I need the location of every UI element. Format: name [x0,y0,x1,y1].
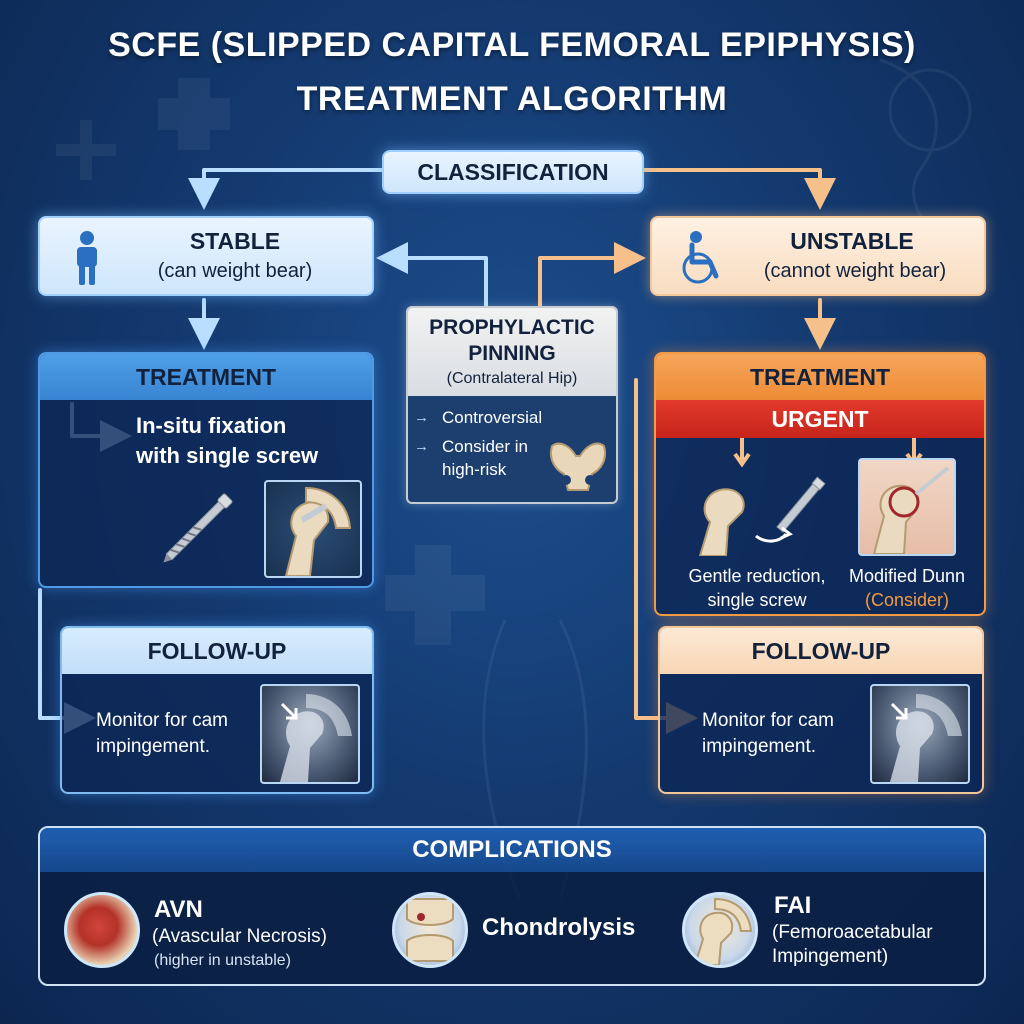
page-title-line2: TREATMENT ALGORITHM [296,80,728,118]
stable-treatment-line2: with single screw [136,443,319,468]
unstable-treatment-header: TREATMENT [656,354,984,400]
complications-panel: COMPLICATIONS AVN (Avascular Necrosis) (… [38,826,986,986]
unstable-title: UNSTABLE [790,228,914,254]
prophylactic-title-line2: PINNING [468,342,556,365]
hip-xray-icon [260,684,360,784]
unstable-box: UNSTABLE (cannot weight bear) [650,216,986,296]
fai-line1: (Femoroacetabular [772,922,933,943]
complications-header: COMPLICATIONS [40,828,984,872]
urgent-banner: URGENT [656,400,984,438]
hip-xray-icon [870,684,970,784]
prophylactic-subtitle: (Contralateral Hip) [446,370,578,387]
hip-joint-icon [682,892,758,968]
stable-followup-line1: Monitor for cam [96,710,228,731]
prophylactic-item2-line2: high-risk [442,460,507,479]
unstable-followup-header: FOLLOW-UP [660,628,982,674]
prophylactic-title-line1: PROPHYLACTIC [429,316,595,339]
screw-icon [163,493,233,563]
hip-joint-icon [264,480,362,578]
prophylactic-item2-line1: Consider in [442,437,528,456]
unstable-followup-panel: FOLLOW-UP Monitor for cam impingement. [658,626,984,794]
unstable-option2-line2: (Consider) [864,590,950,610]
stable-treatment-header: TREATMENT [40,354,372,400]
classification-box: CLASSIFICATION [382,150,644,194]
unstable-subtitle: (cannot weight bear) [763,260,947,282]
fai-title: FAI [774,892,812,919]
arrow-icon: → [414,438,429,455]
avn-line1: (Avascular Necrosis) [152,926,327,947]
arrow-icon: → [414,409,429,426]
wheelchair-icon [682,231,719,284]
fai-line2: Impingement) [772,946,889,967]
prophylactic-pinning-box: PROPHYLACTIC PINNING (Contralateral Hip)… [406,306,618,504]
stable-subtitle: (can weight bear) [157,260,313,282]
chondrolysis-title: Chondrolysis [482,914,636,941]
pelvis-icon [550,442,606,491]
avn-icon [64,892,140,968]
standing-person-icon [77,231,97,285]
stable-treatment-line1: In-situ fixation [136,413,287,438]
knee-joint-icon [392,892,468,968]
avn-line2: (higher in unstable) [154,952,291,969]
unstable-treatment-panel: TREATMENT URGENT Gentle reduction, singl… [654,352,986,616]
stable-title: STABLE [189,228,281,254]
stable-followup-line2: impingement. [96,736,211,757]
stable-followup-header: FOLLOW-UP [62,628,372,674]
hip-joint-icon [698,476,826,556]
avn-title: AVN [154,896,203,923]
stable-box: STABLE (can weight bear) [38,216,374,296]
unstable-followup-line1: Monitor for cam [702,710,834,731]
page-title-line1: SCFE (SLIPPED CAPITAL FEMORAL EPIPHYSIS) [108,26,916,64]
unstable-option1-line2: single screw [707,590,807,610]
arrow-down-icon [733,438,751,468]
stable-treatment-panel: TREATMENT In-situ fixation with single s… [38,352,374,588]
surgical-hip-icon [858,458,956,556]
prophylactic-item1: Controversial [442,408,543,427]
unstable-option2-line1: Modified Dunn [848,566,966,586]
unstable-followup-line2: impingement. [702,736,817,757]
unstable-option1-line1: Gentle reduction, [688,566,826,586]
stable-followup-panel: FOLLOW-UP Monitor for cam impingement. [60,626,374,794]
